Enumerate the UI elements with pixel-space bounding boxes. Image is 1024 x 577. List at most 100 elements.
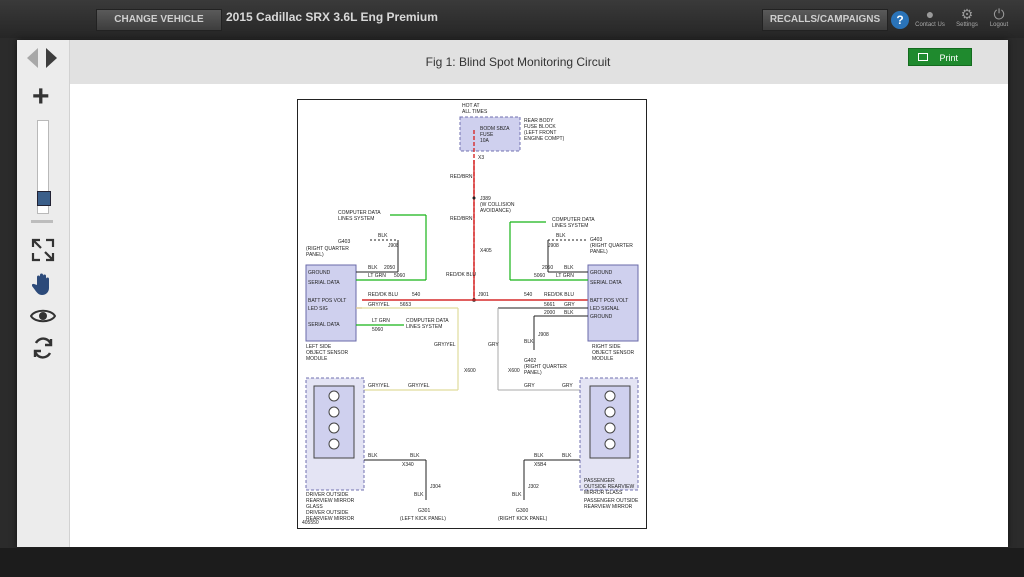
refresh-icon[interactable]	[29, 336, 57, 364]
driver-blk: BLK	[368, 453, 378, 459]
figure-viewer-modal: + Fig 1: Blind Spot Monitoring Circuit P…	[17, 40, 1008, 547]
driver-blk-2: BLK	[410, 453, 420, 459]
left-module-label-2: OBJECT SENSOR	[306, 350, 349, 356]
j389-splice	[472, 196, 476, 200]
fuse-block-label-3: (LEFT FRONT	[524, 130, 556, 136]
zoom-out-icon[interactable]	[31, 220, 53, 223]
hot-at-label: HOT AT	[462, 103, 480, 109]
right-module-label-2: OBJECT SENSOR	[592, 350, 635, 356]
right-blk: BLK	[564, 265, 574, 271]
left-ground: GROUND	[308, 270, 331, 276]
right-batt-pos: BATT POS VOLT	[590, 298, 628, 304]
bottom-strip	[0, 548, 1024, 577]
left-5060: 5060	[394, 273, 405, 279]
logout-button[interactable]: ⏻ Logout	[982, 6, 1016, 28]
right-gry: GRY	[564, 302, 575, 308]
pan-hand-icon[interactable]	[29, 272, 57, 300]
left-serial-data-2: SERIAL DATA	[308, 322, 340, 328]
printer-icon	[918, 53, 928, 61]
print-button[interactable]: Print	[908, 48, 972, 66]
left-2050: 2050	[384, 265, 395, 271]
tool-rail: +	[17, 40, 70, 547]
left-kick-label: (LEFT KICK PANEL)	[400, 516, 446, 522]
top-bar: CHANGE VEHICLE 2015 Cadillac SRX 3.6L En…	[0, 0, 1024, 38]
figure-id: 405550	[302, 520, 319, 526]
j901-label: J901	[478, 292, 489, 298]
chat-icon: ●	[925, 6, 935, 22]
fuse-name: BODM SBZA	[480, 126, 510, 132]
fit-screen-icon[interactable]	[29, 238, 57, 266]
left-serial-data: SERIAL DATA	[308, 280, 340, 286]
left-batt-pos: BATT POS VOLT	[308, 298, 346, 304]
zoom-slider-thumb[interactable]	[37, 191, 51, 206]
driver-blk-3: BLK	[414, 492, 424, 498]
left-red-dk-blu: RED/DK BLU	[368, 292, 398, 298]
fuse-label: FUSE	[480, 132, 494, 138]
arrow-right-icon[interactable]	[46, 48, 57, 68]
g301-label: G301	[418, 508, 430, 514]
zoom-in-icon[interactable]: +	[32, 80, 50, 113]
pass-gry-2: GRY	[562, 383, 573, 389]
settings-button[interactable]: ⚙ Settings	[950, 6, 984, 28]
contact-us-button[interactable]: ● Contact Us	[913, 6, 947, 28]
right-j908: J908	[548, 243, 559, 249]
g402-label: G402	[524, 358, 536, 364]
driver-led-3	[328, 422, 340, 434]
print-label: Print	[939, 53, 958, 63]
j302-label: J302	[528, 484, 539, 490]
fuse-block-label-1: REAR BODY	[524, 118, 554, 124]
right-comp-data-1: COMPUTER DATA	[552, 217, 595, 223]
pass-mirror-5: REARVIEW MIRROR	[584, 504, 633, 510]
wiring-diagram-svg: HOT AT ALL TIMES REAR BODY FUSE BLOCK (L…	[302, 103, 639, 526]
right-5060: 5060	[534, 273, 545, 279]
pass-led-1	[604, 390, 616, 402]
vehicle-title: 2015 Cadillac SRX 3.6L Eng Premium	[226, 10, 438, 24]
settings-label: Settings	[956, 22, 978, 28]
x340-label: X340	[402, 462, 414, 468]
pass-blk-2: BLK	[562, 453, 572, 459]
x600-left: X600	[464, 368, 476, 374]
left-comp-data-4: LINES SYSTEM	[406, 324, 442, 330]
change-vehicle-button[interactable]: CHANGE VEHICLE	[96, 9, 222, 31]
left-comp-data-1: COMPUTER DATA	[338, 210, 381, 216]
g300-label: G300	[516, 508, 528, 514]
pass-blk-3: BLK	[512, 492, 522, 498]
pass-mirror-4: PASSENGER OUTSIDE	[584, 498, 639, 504]
zoom-slider[interactable]	[37, 120, 51, 214]
j304-label: J304	[430, 484, 441, 490]
right-rq-1: (RIGHT QUARTER	[590, 243, 633, 249]
right-blk-2: BLK	[556, 233, 566, 239]
driver-mirror-5: REARVIEW MIRROR	[306, 516, 355, 522]
help-icon[interactable]: ?	[891, 11, 909, 29]
power-icon: ⏻	[993, 6, 1005, 22]
recalls-campaigns-button[interactable]: RECALLS/CAMPAIGNS	[762, 9, 888, 31]
x3-connector: X3	[478, 155, 484, 161]
gry-yel-label: GRY/YEL	[434, 342, 456, 348]
left-comp-data-3: COMPUTER DATA	[406, 318, 449, 324]
left-rq-1: (RIGHT QUARTER	[306, 246, 349, 252]
g402-rq-1: (RIGHT QUARTER	[524, 364, 567, 370]
pass-gry: GRY	[524, 383, 535, 389]
arrow-left-icon[interactable]	[27, 48, 38, 68]
right-object-sensor-module	[587, 264, 639, 342]
pass-led-2	[604, 406, 616, 418]
left-blk-2: BLK	[378, 233, 388, 239]
left-rq-2: PANEL)	[306, 252, 324, 258]
left-g403: G403	[338, 239, 350, 245]
j389-desc-2: AVOIDANCE)	[480, 208, 511, 214]
gry-label: GRY	[488, 342, 499, 348]
fuse-block-label-2: FUSE BLOCK	[524, 124, 556, 130]
right-ground-2: GROUND	[590, 314, 613, 320]
j389-desc-1: (W COLLISION	[480, 202, 515, 208]
right-lt-grn: LT GRN	[556, 273, 574, 279]
left-led-sig: LED SIG	[308, 306, 328, 312]
j389-label: J389	[480, 196, 491, 202]
right-blk-4: BLK	[524, 339, 534, 345]
right-comp-data-2: LINES SYSTEM	[552, 223, 588, 229]
left-540: 540	[412, 292, 421, 298]
x405-connector: X405	[480, 248, 492, 254]
pass-mirror-1: PASSENGER	[584, 478, 615, 484]
right-j908-2: J908	[538, 332, 549, 338]
view-eye-icon[interactable]	[29, 305, 57, 333]
right-module-label-1: RIGHT SIDE	[592, 344, 621, 350]
